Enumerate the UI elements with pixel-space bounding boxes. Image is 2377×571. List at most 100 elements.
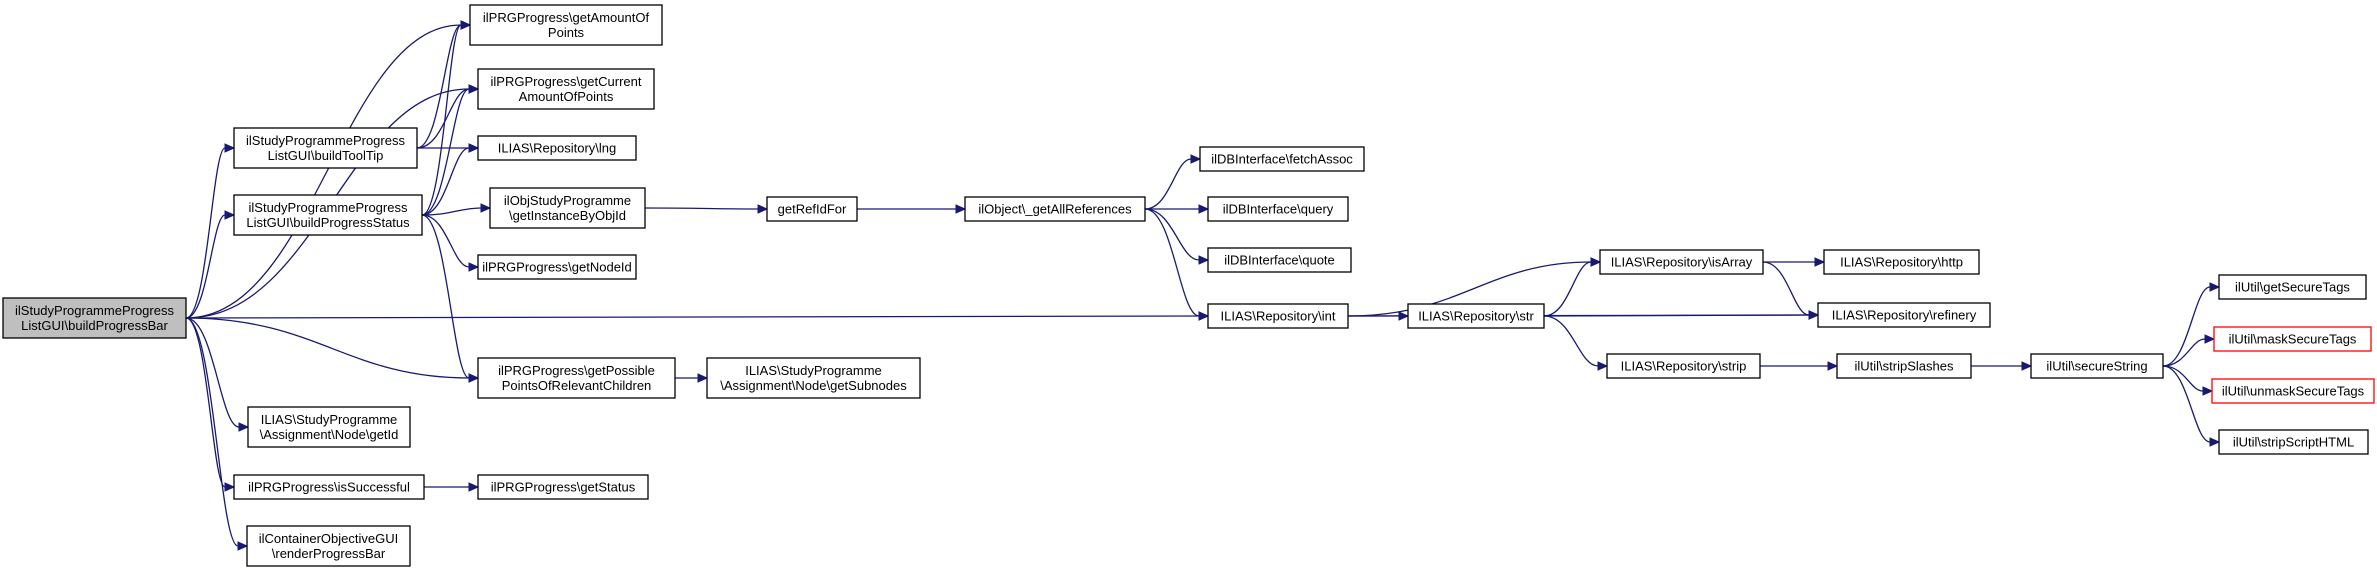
node-label-line: ilStudyProgrammeProgress — [246, 133, 405, 148]
node-box — [489, 187, 646, 229]
graph-node-n18[interactable]: ILIAS\Repository\strip — [1606, 353, 1761, 379]
arrowhead-icon — [468, 482, 480, 492]
edge-line — [2162, 286, 2211, 367]
node-box — [1207, 247, 1352, 273]
graph-node-n22[interactable]: ilUtil\maskSecureTags — [2213, 326, 2372, 352]
graph-node-n23[interactable]: ilUtil\unmaskSecureTags — [2211, 378, 2375, 404]
edges-layer — [185, 20, 2221, 551]
node-box — [1407, 303, 1545, 329]
arrowhead-icon — [224, 210, 236, 220]
arrowhead-icon — [697, 373, 709, 383]
arrowhead-icon — [224, 143, 236, 153]
node-label-line: ilDBInterface\query — [1223, 202, 1334, 217]
graph-node-n10[interactable]: ilDBInterface\query — [1207, 196, 1349, 222]
graph-node-n25[interactable]: ilPRGProgress\getPossiblePointsOfRelevan… — [477, 357, 676, 399]
arrowhead-icon — [468, 84, 480, 94]
graph-node-n9[interactable]: ilDBInterface\fetchAssoc — [1199, 146, 1365, 172]
node-box — [2218, 429, 2369, 455]
node-box — [469, 4, 663, 46]
arrowhead-icon — [757, 204, 769, 214]
node-label-line: ilUtil\getSecureTags — [2235, 280, 2350, 295]
graph-node-n17[interactable]: ILIAS\Repository\refinery — [1817, 302, 1991, 328]
arrowhead-icon — [238, 422, 250, 432]
node-box — [477, 474, 649, 500]
arrowhead-icon — [2204, 334, 2216, 344]
edge-n7-to-n8 — [857, 204, 967, 214]
edge-line — [1144, 158, 1192, 210]
edge-line — [185, 315, 1200, 319]
edge-n15-to-n17 — [1762, 261, 1820, 320]
graph-node-n21[interactable]: ilUtil\getSecureTags — [2218, 274, 2367, 300]
graph-node-n12[interactable]: ilPRGProgress\getNodeId — [477, 254, 637, 280]
edge-line — [2162, 365, 2211, 443]
arrowhead-icon — [1814, 257, 1826, 267]
node-box — [2218, 274, 2367, 300]
graph-node-n3[interactable]: ilStudyProgrammeProgressListGUI\buildToo… — [233, 127, 418, 169]
graph-node-n29[interactable]: ilPRGProgress\getStatus — [477, 474, 649, 500]
graph-node-n20[interactable]: ilUtil\secureString — [2030, 353, 2164, 379]
arrowhead-icon — [1198, 255, 1210, 265]
node-label-line: ilContainerObjectiveGUI — [259, 531, 398, 546]
node-box — [477, 68, 655, 110]
edge-line — [185, 147, 226, 319]
node-label-line: ilObjStudyProgramme — [504, 193, 631, 208]
node-box — [2211, 378, 2375, 404]
graph-node-n14[interactable]: ILIAS\Repository\str — [1407, 303, 1545, 329]
node-label-line: ilUtil\unmaskSecureTags — [2222, 384, 2365, 399]
graph-node-n4[interactable]: ILIAS\Repository\lng — [477, 135, 637, 161]
graph-node-n24[interactable]: ilUtil\stripScriptHTML — [2218, 429, 2369, 455]
node-label-line: ilUtil\stripScriptHTML — [2233, 435, 2354, 450]
graph-node-n15[interactable]: ILIAS\Repository\isArray — [1599, 249, 1764, 275]
node-box — [477, 254, 637, 280]
edge-n20-to-n23 — [2162, 365, 2214, 396]
graph-node-n8[interactable]: ilObject\_getAllReferences — [964, 196, 1146, 222]
node-label-line: ilStudyProgrammeProgress — [15, 303, 174, 318]
graph-node-n28[interactable]: ilPRGProgress\isSuccessful — [233, 474, 425, 500]
node-label-line: AmountOfPoints — [519, 89, 614, 104]
graph-node-n0[interactable]: ilStudyProgrammeProgressListGUI\buildPro… — [2, 297, 187, 339]
node-label-line: ilUtil\secureString — [2046, 359, 2147, 374]
edge-n19-to-n20 — [1971, 361, 2033, 371]
arrowhead-icon — [480, 203, 492, 213]
arrowhead-icon — [460, 20, 472, 30]
edge-line — [185, 317, 226, 488]
graph-node-n5[interactable]: ilStudyProgrammeProgressListGUI\buildPro… — [233, 194, 423, 236]
arrowhead-icon — [2202, 386, 2214, 396]
arrowhead-icon — [1827, 361, 1839, 371]
graph-node-n6[interactable]: ilObjStudyProgramme\getInstanceByObjId — [489, 187, 646, 229]
node-label-line: ilObject\_getAllReferences — [978, 202, 1132, 217]
edge-n5-to-n12 — [421, 214, 480, 272]
edge-n8-to-n9 — [1144, 154, 1202, 210]
node-label-line: \Assignment\Node\getSubnodes — [720, 378, 907, 393]
graph-node-n26[interactable]: ILIAS\StudyProgramme\Assignment\Node\get… — [706, 357, 921, 399]
node-label-line: ILIAS\StudyProgramme — [745, 363, 882, 378]
arrowhead-icon — [1198, 204, 1210, 214]
edge-n14-to-n15 — [1543, 257, 1602, 317]
edge-n20-to-n24 — [2162, 365, 2221, 447]
node-label-line: ilPRGProgress\getPossible — [498, 363, 655, 378]
graph-node-n11[interactable]: ilDBInterface\quote — [1207, 247, 1352, 273]
edge-n5-to-n4 — [421, 143, 480, 216]
edge-line — [185, 214, 226, 319]
node-label-line: getRefIdFor — [778, 202, 847, 217]
graph-node-n30[interactable]: ilContainerObjectiveGUI\renderProgressBa… — [246, 525, 411, 567]
edge-line — [421, 88, 470, 216]
edge-n0-to-n13 — [185, 311, 1210, 321]
node-box — [2213, 326, 2372, 352]
arrowhead-icon — [2021, 361, 2033, 371]
graph-node-n13[interactable]: ILIAS\Repository\int — [1207, 303, 1349, 329]
node-box — [1836, 353, 1972, 379]
node-label-line: Points — [548, 25, 585, 40]
node-box — [964, 196, 1146, 222]
arrowhead-icon — [237, 541, 249, 551]
graph-node-n16[interactable]: ILIAS\Repository\http — [1823, 249, 1980, 275]
node-label-line: ilStudyProgrammeProgress — [249, 200, 408, 215]
graph-node-n7[interactable]: getRefIdFor — [766, 196, 858, 222]
node-box — [766, 196, 858, 222]
edge-line — [1144, 208, 1200, 317]
arrowhead-icon — [468, 143, 480, 153]
graph-node-n27[interactable]: ILIAS\StudyProgramme\Assignment\Node\get… — [247, 406, 411, 448]
graph-node-n19[interactable]: ilUtil\stripSlashes — [1836, 353, 1972, 379]
